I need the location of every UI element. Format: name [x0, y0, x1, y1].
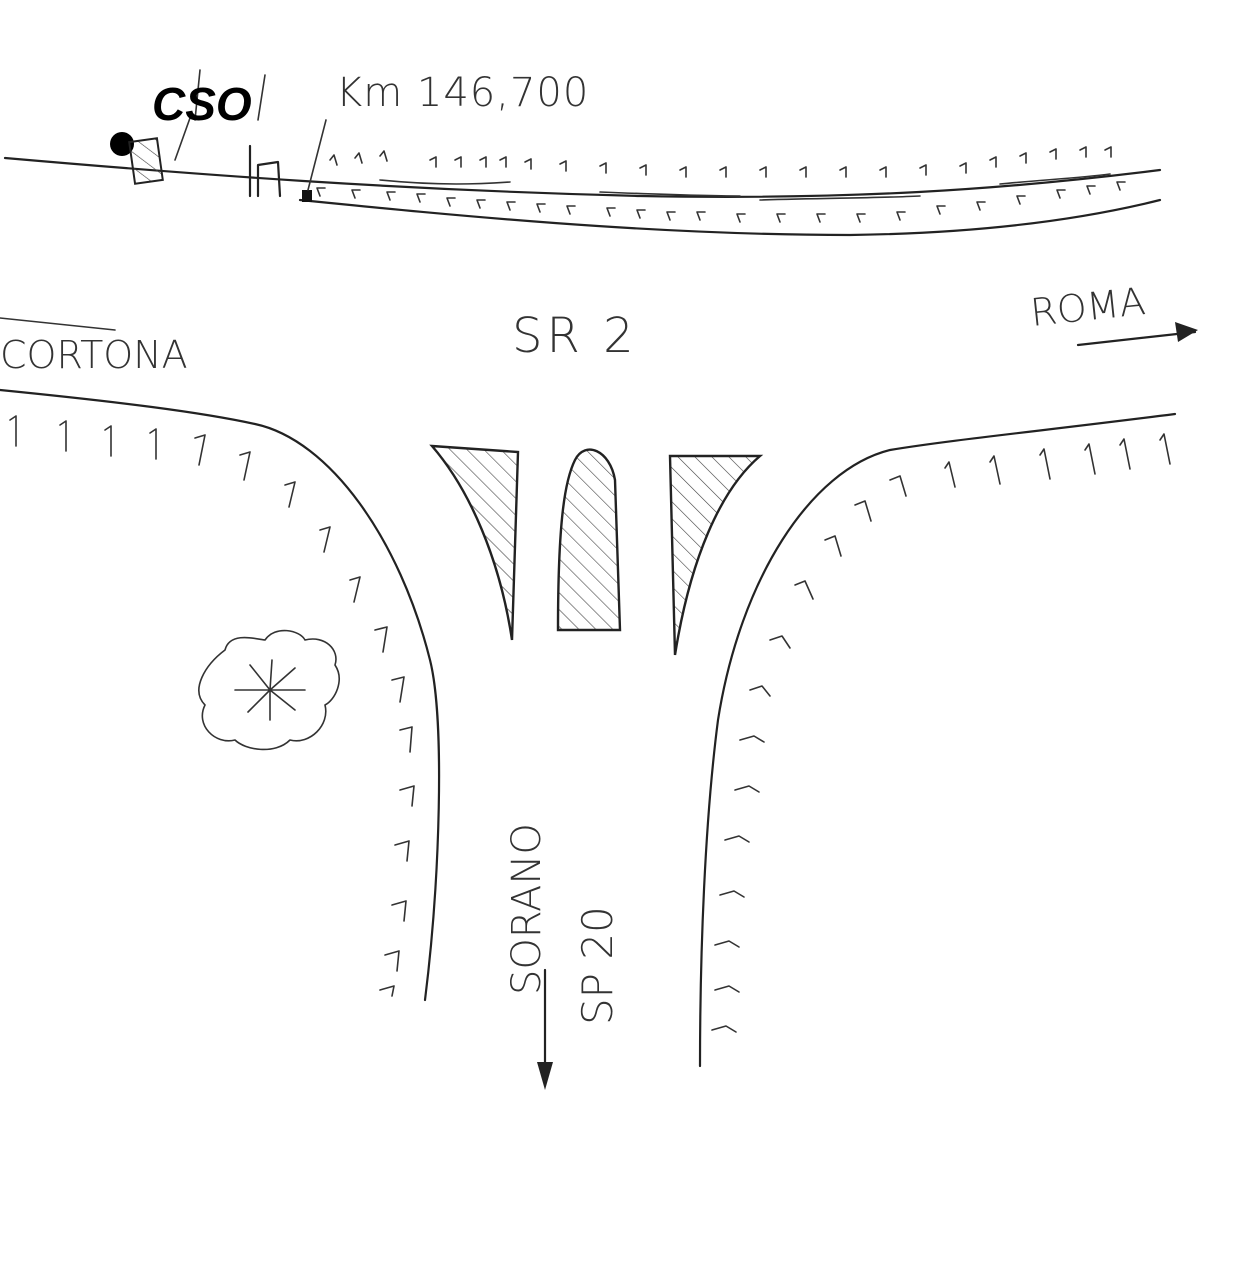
- right-traffic-island: [668, 454, 764, 656]
- km-post-base: [302, 190, 312, 202]
- cso-label: CSO: [152, 78, 252, 130]
- north-road-edge-inner: [298, 198, 1162, 237]
- roma-direction-arrow: [1076, 322, 1198, 347]
- west-road-edge: [0, 388, 441, 1002]
- side-road-label: SP 20: [573, 906, 622, 1025]
- main-road-label: SR 2: [512, 308, 638, 364]
- west-destination-label: CORTONA: [0, 333, 188, 377]
- west-verge-vegetation: [9, 415, 415, 997]
- sorano-direction-arrow: [537, 968, 553, 1090]
- center-traffic-island: [556, 448, 622, 632]
- south-destination-label: SORANO: [504, 823, 550, 995]
- east-verge-vegetation: [711, 433, 1171, 1033]
- km-pointer: [307, 119, 327, 191]
- north-road-edge-outer: [3, 156, 1162, 198]
- position-dot-icon: [110, 132, 134, 156]
- cso-pointer: [174, 117, 191, 161]
- north-verge-vegetation: [316, 146, 1126, 223]
- east-destination-label: ROMA: [1028, 279, 1147, 335]
- tree-icon: [198, 629, 340, 751]
- km-label: Km 146,700: [336, 70, 589, 116]
- cso-pointer-2: [194, 69, 201, 121]
- cso-marker-post: [128, 137, 164, 185]
- cortona-direction-arrow: [0, 317, 116, 331]
- cso-pointer-3: [257, 74, 266, 121]
- left-traffic-island: [429, 444, 520, 641]
- km-post-marker: [248, 144, 282, 198]
- east-road-edge: [698, 412, 1177, 1068]
